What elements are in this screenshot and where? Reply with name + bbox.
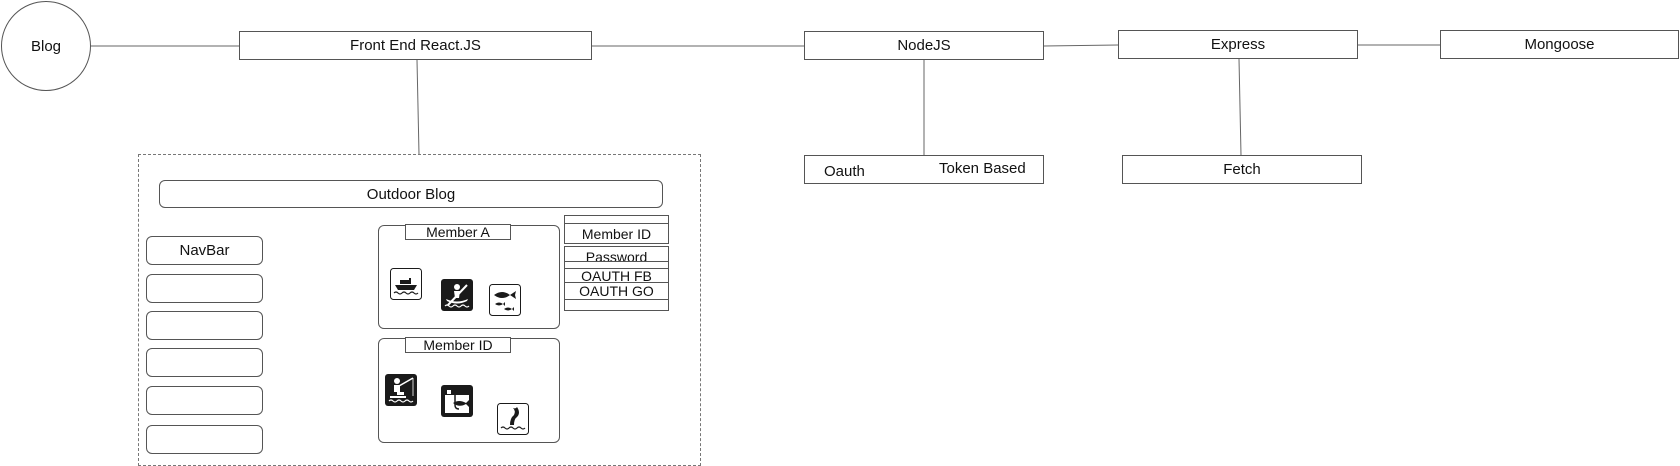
login-row: [564, 299, 669, 311]
wireframe-title-bar: Outdoor Blog: [159, 180, 663, 208]
boat-icon: [390, 268, 422, 300]
navbar-item: [146, 311, 263, 340]
mongoose-node: Mongoose: [1440, 30, 1679, 59]
navbar-item: [146, 348, 263, 377]
member-card-label: Member ID: [405, 337, 511, 353]
blog-node: Blog: [1, 1, 91, 91]
navbar-item: [146, 274, 263, 303]
navbar-item: NavBar: [146, 236, 263, 265]
member-card-label: Member A: [405, 224, 511, 240]
auth-node: Oauth Token Based: [804, 155, 1044, 184]
oauth-go-button: OAUTH GO: [564, 282, 669, 300]
edge-express-fetch: [1238, 58, 1242, 156]
edge-nodejs-express: [1043, 44, 1119, 47]
oauth-fb-button: OAUTH FB: [564, 268, 669, 283]
token-based-label: Token Based: [939, 160, 1026, 177]
frontend-node: Front End React.JS: [239, 31, 592, 60]
navbar-item: [146, 386, 263, 415]
fishing-person-icon: [385, 374, 417, 406]
kayak-icon: [441, 279, 473, 311]
navbar-item: [146, 425, 263, 454]
fish-icon: [489, 284, 521, 316]
member-id-field: Member ID: [564, 223, 669, 244]
fish-hook-icon: [441, 385, 473, 417]
express-node: Express: [1118, 30, 1358, 59]
nodejs-node: NodeJS: [804, 31, 1044, 60]
fetch-node: Fetch: [1122, 155, 1362, 184]
oauth-label: Oauth: [824, 163, 865, 180]
edge-frontend-wireframe: [416, 59, 420, 155]
whale-tail-icon: [497, 403, 529, 435]
